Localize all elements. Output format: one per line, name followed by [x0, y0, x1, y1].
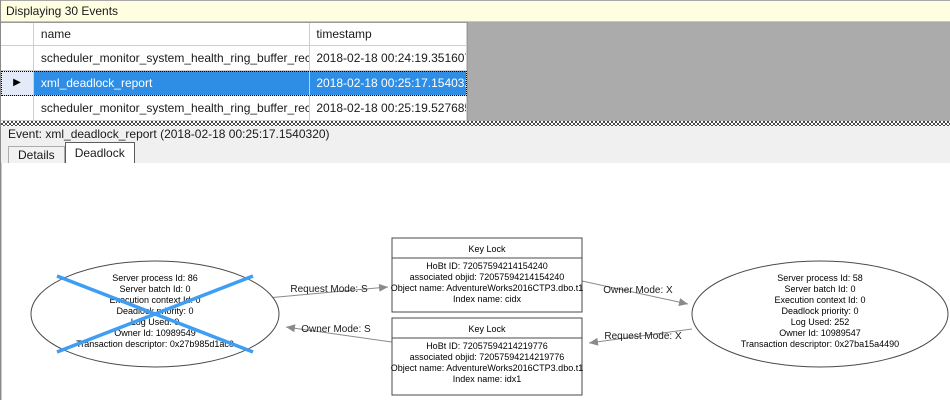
edge-owner-s: Owner Mode: S	[285, 324, 393, 343]
node-text-line: Server batch Id: 0	[119, 284, 190, 294]
node-text-line: HoBt ID: 72057594214154240	[426, 261, 548, 271]
event-name-cell[interactable]: xml_deadlock_report	[33, 71, 311, 96]
event-timestamp-cell[interactable]: 2018-02-18 00:25:17.1540320	[310, 71, 467, 96]
row-selector-gutter[interactable]	[1, 46, 34, 71]
node-text-line: Owner Id: 10989549	[114, 328, 196, 338]
node-text-line: Log Used: 252	[791, 317, 850, 327]
column-header-name[interactable]: name	[33, 23, 311, 46]
row-selector-gutter[interactable]: ▶	[1, 71, 34, 96]
edge-owner-x: Owner Mode: X	[581, 280, 689, 307]
node-text-line: Execution context Id: 0	[774, 295, 865, 305]
deadlock-graph-pane: Request Mode: S Owner Mode: S Owner Mode…	[1, 163, 950, 400]
node-text-line: Server process Id: 86	[112, 273, 198, 283]
node-text-line: Object name: AdventureWorks2016CTP3.dbo.…	[391, 363, 583, 373]
edge-request-s: Request Mode: S	[266, 283, 389, 299]
edge-label-owner-s: Owner Mode: S	[301, 324, 371, 335]
node-text-line: Transaction descriptor: 0x27ba15a4490	[741, 339, 899, 349]
node-text-line: Transaction descriptor: 0x27b985d1ac0	[76, 339, 234, 349]
node-text-line: Server batch Id: 0	[784, 284, 855, 294]
node-text-line: Server process Id: 58	[777, 273, 863, 283]
node-text-line: Deadlock priority: 0	[781, 306, 858, 316]
node-text-line: Execution context Id: 0	[109, 295, 200, 305]
victim-cross-icon	[56, 274, 254, 354]
process-node[interactable]: Server process Id: 58 Server batch Id: 0…	[691, 260, 949, 368]
node-text-line: Owner Id: 10989547	[779, 328, 861, 338]
edge-label-request-x: Request Mode: X	[604, 331, 682, 342]
node-text-line: associated objid: 72057594214154240	[410, 272, 565, 282]
events-count-label: Displaying 30 Events	[6, 4, 119, 18]
deadlock-graph: Request Mode: S Owner Mode: S Owner Mode…	[30, 237, 949, 396]
edge-label-owner-x: Owner Mode: X	[603, 285, 673, 296]
column-header-timestamp[interactable]: timestamp	[310, 23, 467, 46]
tab-deadlock[interactable]: Deadlock	[64, 142, 135, 163]
events-grid-region: name timestamp scheduler_monitor_system_…	[1, 22, 950, 121]
table-row[interactable]: scheduler_monitor_system_health_ring_buf…	[1, 46, 467, 71]
resource-node-key-lock-bottom[interactable]: Key Lock HoBt ID: 72057594214219776 asso…	[391, 317, 583, 396]
node-text-line: HoBt ID: 72057594214219776	[426, 341, 548, 351]
selected-event-bar: Event: xml_deadlock_report (2018-02-18 0…	[1, 126, 950, 142]
edge-label-request-s: Request Mode: S	[290, 284, 368, 295]
detail-tab-strip: Details Deadlock	[1, 142, 950, 163]
edge-request-x: Request Mode: X	[588, 328, 693, 346]
resource-node-title: Key Lock	[468, 244, 506, 254]
process-node-victim[interactable]: Server process Id: 86 Server batch Id: 0…	[30, 260, 280, 368]
node-text-line: Deadlock priority: 0	[116, 306, 193, 316]
event-name-cell[interactable]: scheduler_monitor_system_health_ring_buf…	[33, 96, 311, 121]
resource-node-title: Key Lock	[468, 324, 506, 334]
events-grid: name timestamp scheduler_monitor_system_…	[1, 22, 468, 121]
grid-header-row: name timestamp	[1, 22, 467, 46]
resource-node-key-lock-top[interactable]: Key Lock HoBt ID: 72057594214154240 asso…	[391, 237, 583, 313]
node-text-line: Index name: idx1	[453, 374, 522, 384]
table-row[interactable]: scheduler_monitor_system_health_ring_buf…	[1, 96, 467, 121]
selected-event-label: Event: xml_deadlock_report (2018-02-18 0…	[8, 127, 330, 141]
row-selector-gutter[interactable]	[1, 96, 34, 121]
node-text-line: Log Used: 0	[131, 317, 180, 327]
node-text-line: Index name: cidx	[453, 294, 522, 304]
event-timestamp-cell[interactable]: 2018-02-18 00:25:19.5276859	[310, 96, 467, 121]
horizontal-splitter[interactable]	[1, 121, 950, 126]
tab-details[interactable]: Details	[8, 146, 65, 163]
event-timestamp-cell[interactable]: 2018-02-18 00:24:19.3516078	[310, 46, 467, 71]
event-name-cell[interactable]: scheduler_monitor_system_health_ring_buf…	[33, 46, 311, 71]
grid-header-gutter	[1, 23, 34, 46]
node-text-line: Object name: AdventureWorks2016CTP3.dbo.…	[391, 283, 583, 293]
node-text-line: associated objid: 72057594214219776	[410, 352, 565, 362]
events-count-bar: Displaying 30 Events	[1, 0, 950, 22]
table-row-selected[interactable]: ▶ xml_deadlock_report 2018-02-18 00:25:1…	[1, 71, 467, 96]
current-row-marker-icon: ▶	[13, 77, 21, 88]
